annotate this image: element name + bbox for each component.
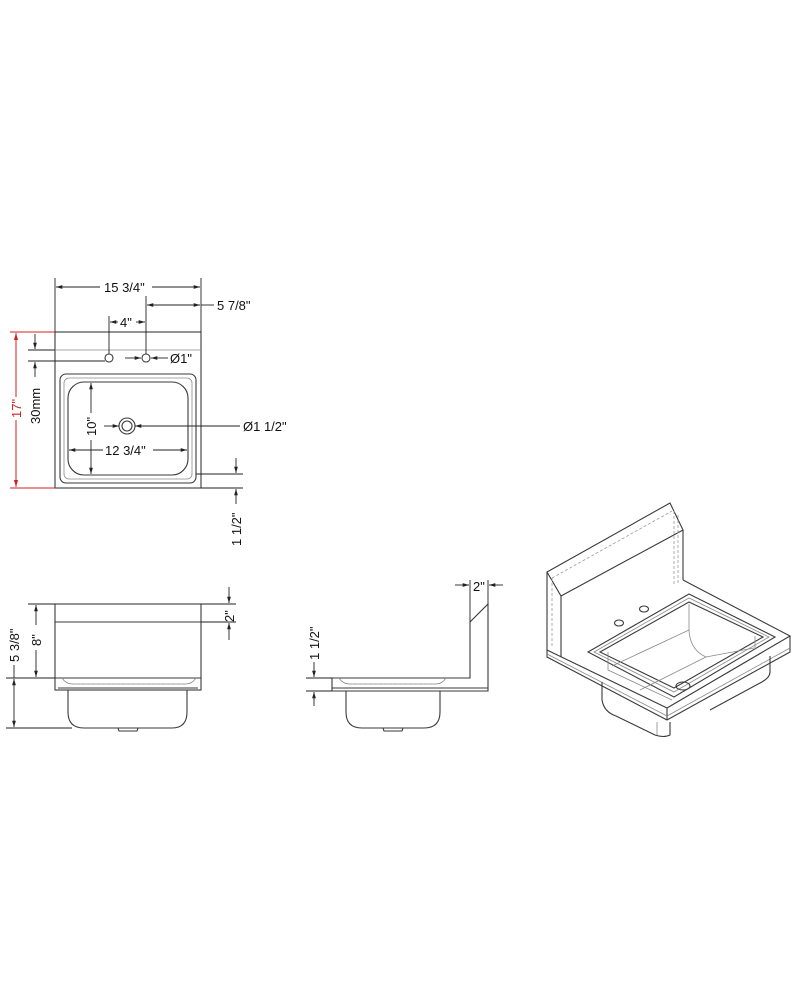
front-view: 2" 8" 5 3/8": [6, 587, 237, 732]
side-view: 2" 1 1/2": [306, 579, 503, 732]
drain-inner: [121, 420, 133, 432]
dim-front-lip: 1 1/2": [229, 512, 244, 546]
bowl-interior: [67, 381, 189, 476]
side-bowl: [345, 691, 441, 729]
side-view-outline: [331, 602, 489, 692]
dim-bowl-depth: 5 3/8": [7, 628, 22, 662]
dim-faucet-spacing: 4": [120, 315, 132, 330]
dim-overall-depth: 17": [9, 399, 24, 418]
dim-backsplash-top: 2": [222, 610, 237, 622]
iso-faucet-hole-left: [613, 619, 625, 627]
dim-bowl-front-back: 10": [84, 417, 99, 436]
iso-drain: [675, 681, 691, 691]
bowl-inner-rim: [63, 377, 193, 480]
bowl-outer-rim: [59, 373, 197, 484]
front-bowl: [67, 690, 188, 729]
top-view-outline: [54, 331, 202, 489]
top-view: 15 3/4" 5 7/8" 4" Ø1" 17" 30mm 10": [9, 278, 287, 546]
faucet-hole-right: [141, 353, 151, 363]
dim-faucet-hole-diameter: Ø1": [170, 351, 192, 366]
dim-backsplash-hole-offset: 30mm: [28, 388, 43, 424]
dim-bowl-width: 12 3/4": [105, 443, 146, 458]
dim-backsplash-height: 8": [29, 634, 44, 646]
dim-drain-diameter: Ø1 1/2": [243, 419, 287, 434]
faucet-hole-left: [104, 353, 114, 363]
iso-deck-top: [546, 579, 792, 709]
iso-bowl-rim-inner: [598, 601, 765, 689]
dim-backsplash-thickness: 2": [473, 579, 485, 594]
drain-outer: [118, 417, 136, 435]
iso-faucet-hole-right: [638, 605, 650, 613]
front-view-outline: [54, 603, 202, 691]
dim-deck-thickness: 1 1/2": [307, 626, 322, 660]
isometric-view: [546, 502, 792, 738]
dim-overall-width: 15 3/4": [104, 280, 145, 295]
iso-backsplash-top: [546, 502, 684, 597]
iso-bowl-rim-outer: [586, 593, 777, 698]
dim-faucet-offset: 5 7/8": [217, 298, 251, 313]
